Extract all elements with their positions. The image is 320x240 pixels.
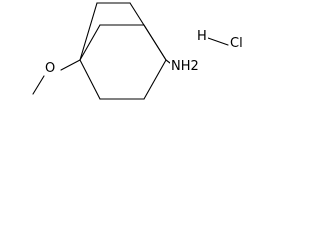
oxygen-atom-label: O [44, 61, 57, 76]
bond-c1-o [60, 59, 81, 71]
hydrogen-atom-label: H [196, 29, 208, 44]
bond-o-methyl [32, 75, 45, 95]
bond-c1-c5 [79, 59, 101, 100]
bond-layer [32, 2, 229, 100]
bond-h-cl [207, 37, 229, 46]
bond-c1-c2 [79, 24, 101, 61]
amine-group-label: NH2 [170, 59, 200, 74]
bond-c6-c4 [143, 59, 167, 100]
bond-c1-c7 [79, 2, 98, 61]
chlorine-atom-label: Cl [229, 36, 244, 51]
bond-c8-c4 [129, 2, 167, 61]
